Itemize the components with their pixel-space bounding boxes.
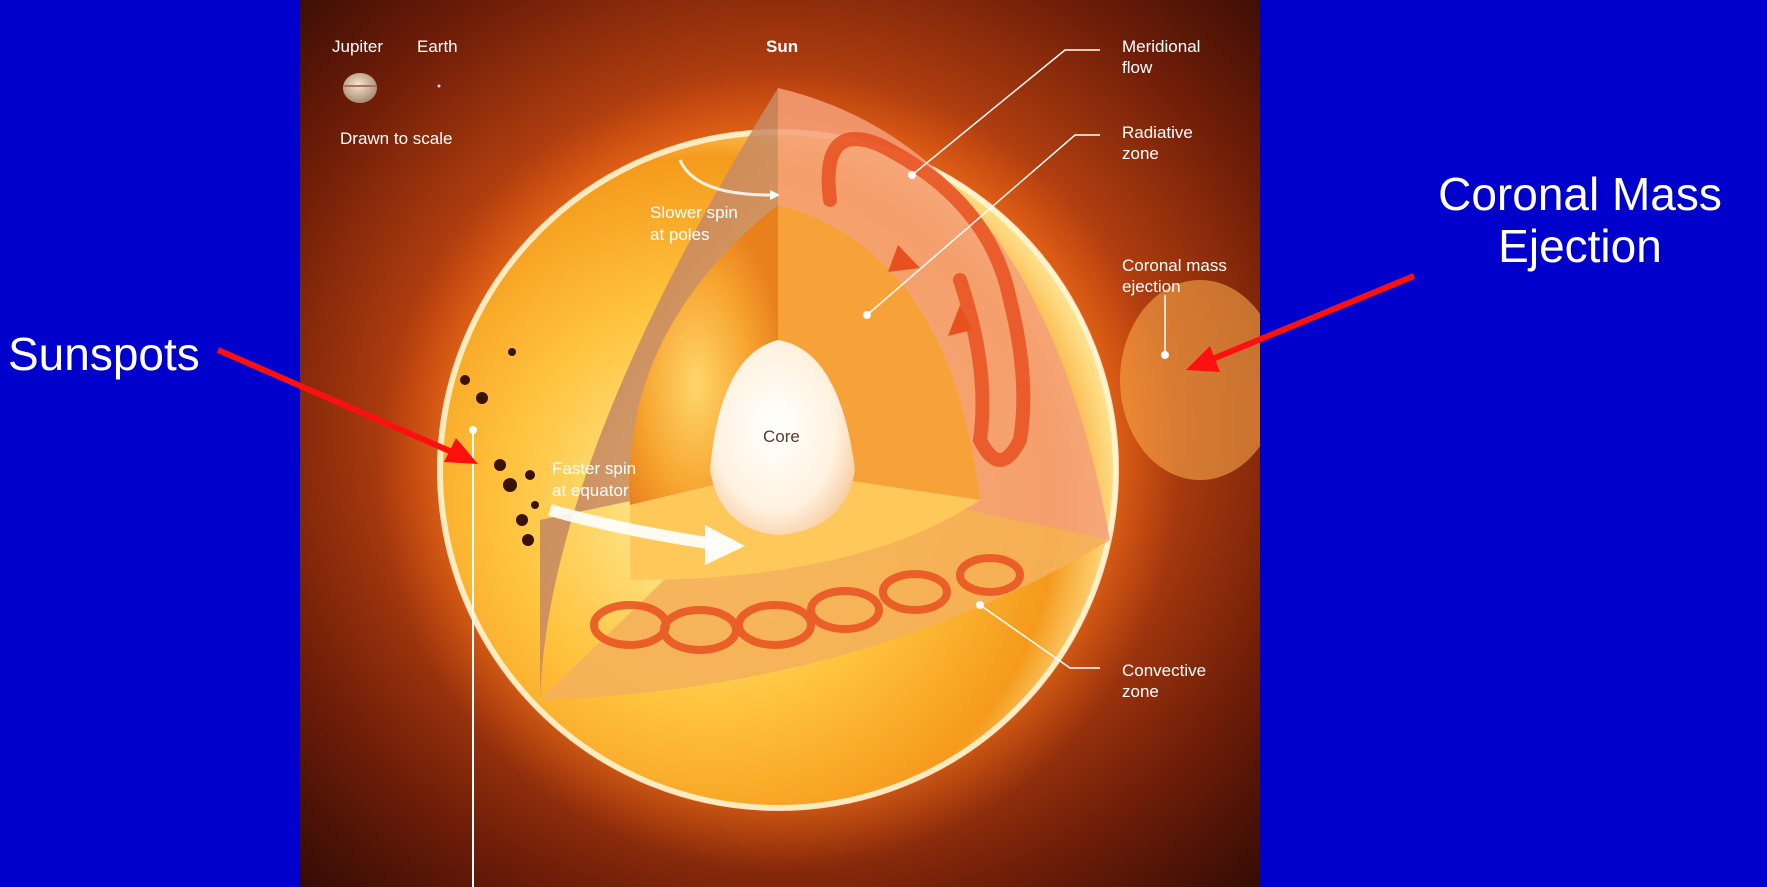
convective-zone-text-1: Convective [1122,661,1206,680]
jupiter-planet [343,73,377,103]
sunspot-pointer-dot [469,426,477,434]
faster-spin-text-2: at equator [552,481,629,500]
earth-text: Earth [417,37,458,56]
coronal-mass-ejection-label: Coronal Mass Ejection [1410,168,1750,272]
sunspots-label: Sunspots [8,328,200,380]
radiative-zone-text-2: zone [1122,144,1159,163]
radiative-zone-text-1: Radiative [1122,123,1193,142]
jupiter-text: Jupiter [332,37,383,56]
core-text: Core [763,427,800,446]
sun-text: Sun [766,37,798,56]
earth-planet [438,85,441,88]
convective-zone-text-2: zone [1122,682,1159,701]
coronal-mass-ejection-text-1: Coronal mass [1122,256,1227,275]
drawn-to-scale-text: Drawn to scale [340,129,452,148]
cme-label-line2: Ejection [1410,220,1750,272]
meridional-flow-text-2: flow [1122,58,1153,77]
faster-spin-text-1: Faster spin [552,459,636,478]
cme-label-line1: Coronal Mass [1410,168,1750,220]
coronal-mass-ejection-text-2: ejection [1122,277,1181,296]
slower-spin-text-1: Slower spin [650,203,738,222]
sun-cutaway-figure: Jupiter Earth Drawn to scale Sun Meridio… [300,0,1260,887]
sun-illustration: Jupiter Earth Drawn to scale Sun Meridio… [300,0,1260,887]
meridional-flow-text-1: Meridional [1122,37,1200,56]
slower-spin-text-2: at poles [650,225,710,244]
